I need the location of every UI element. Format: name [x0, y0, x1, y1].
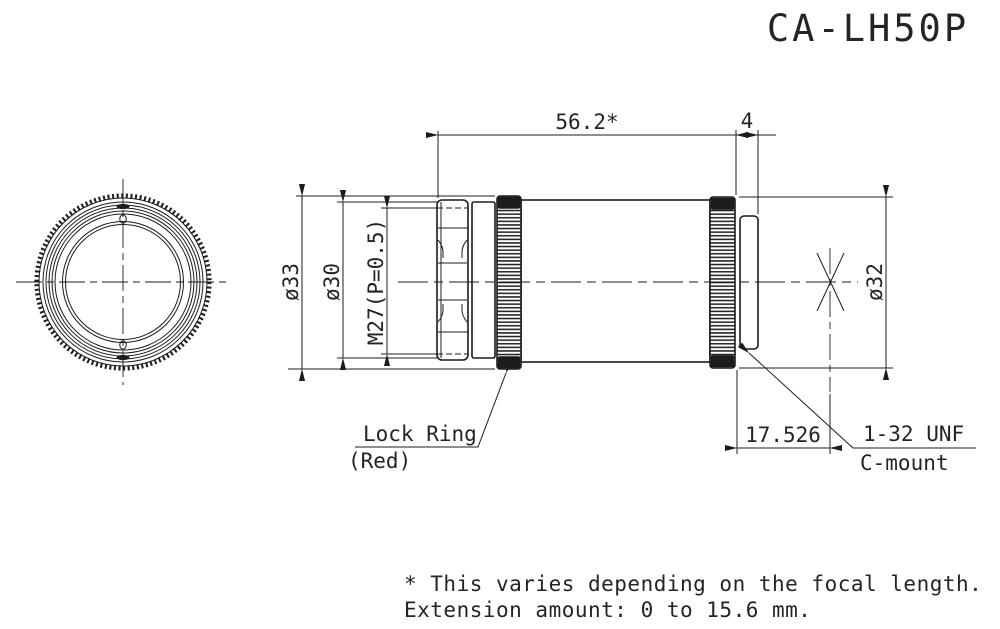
rear-knurled-ring — [709, 196, 736, 369]
callout-lock-ring-text: Lock Ring — [363, 422, 477, 446]
dim-flange-distance: 17.526 — [724, 370, 843, 454]
drawing-title: CA-LH50P — [767, 7, 969, 50]
front-setscrew-mark-bottom — [116, 354, 130, 361]
dim-total-length: 56.2* — [425, 110, 749, 198]
front-setscrew-top — [119, 214, 127, 224]
callout-c-mount-type-text: C-mount — [860, 451, 949, 475]
c-mount-thread — [739, 215, 759, 350]
main-barrel — [520, 199, 711, 363]
note-line-2: Extension amount: 0 to 15.6 mm. — [404, 598, 811, 622]
dim-filter-thread: M27(P=0.5) — [364, 195, 437, 367]
front-aperture-circle — [62, 221, 184, 343]
dim-mount-protrusion-text: 4 — [741, 109, 754, 133]
dim-filter-thread-text: M27(P=0.5) — [364, 219, 388, 345]
filter-hex-ring — [436, 199, 469, 361]
callout-c-mount: 1-32 UNF C-mount — [737, 342, 976, 475]
lock-ring — [496, 195, 522, 370]
dim-dia-front-barrel-text: ø30 — [320, 263, 344, 301]
dim-total-length-text: 56.2* — [555, 110, 618, 134]
dim-dia-rear-ring: ø32 — [739, 184, 893, 381]
footnotes: * This varies depending on the focal len… — [404, 572, 982, 622]
front-ring-circle — [42, 201, 204, 363]
note-line-1: * This varies depending on the focal len… — [404, 572, 982, 596]
front-ring-circle — [51, 210, 195, 354]
dim-dia-lock-ring: ø33 — [279, 183, 495, 382]
front-knurl-teeth — [34, 193, 212, 371]
dim-flange-distance-text: 17.526 — [745, 423, 821, 447]
front-setscrew-bottom — [119, 340, 127, 350]
callout-c-mount-thread-text: 1-32 UNF — [863, 422, 964, 446]
callout-lock-ring: Lock Ring (Red) — [348, 360, 514, 473]
dim-dia-lock-ring-text: ø33 — [279, 263, 303, 301]
side-view — [398, 195, 858, 392]
front-outer-circle — [38, 197, 208, 367]
dim-mount-protrusion: 4 — [736, 109, 776, 214]
spacer-ring — [471, 201, 496, 359]
image-plane-mark — [816, 252, 845, 312]
front-ring-circle — [54, 213, 192, 351]
front-lens-circle — [65, 224, 181, 340]
dim-dia-rear-ring-text: ø32 — [863, 263, 887, 301]
front-setscrew-mark-top — [116, 203, 130, 210]
front-view — [16, 179, 229, 385]
callout-lock-ring-color-text: (Red) — [348, 449, 411, 473]
